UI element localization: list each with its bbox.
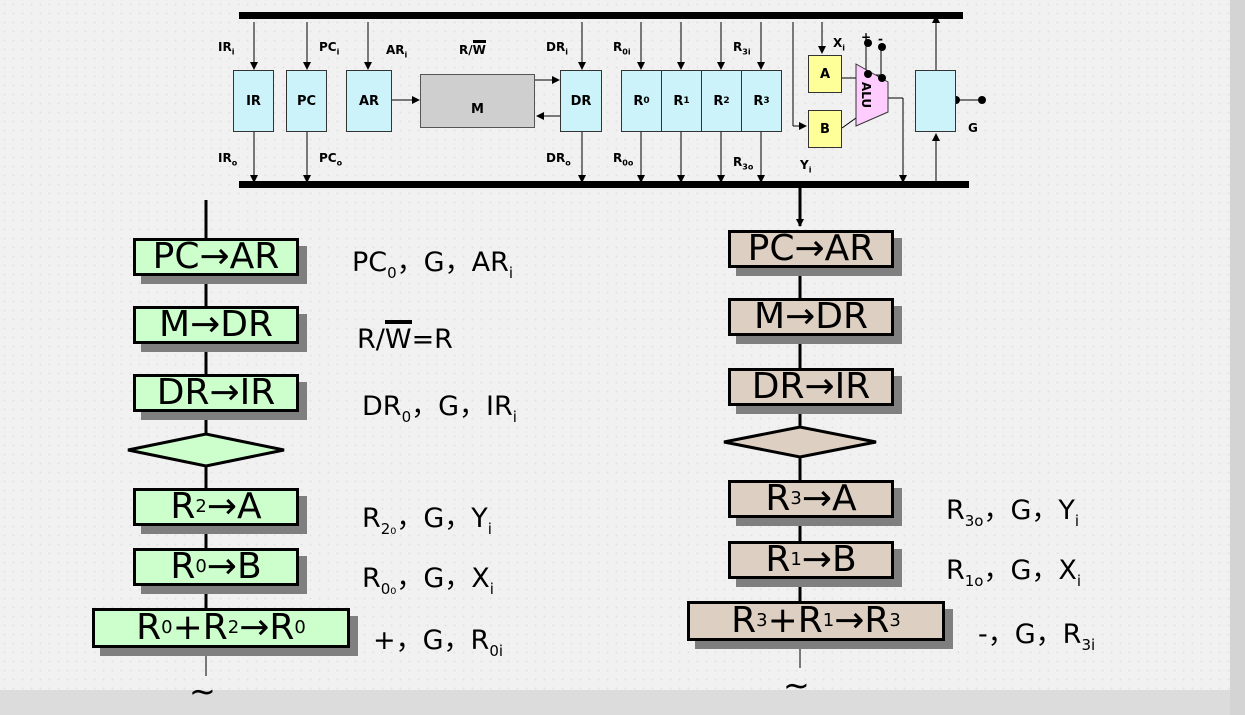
right-decision-diamond (723, 425, 877, 459)
x-in-label: Xi (833, 36, 846, 53)
top-bus (239, 12, 963, 19)
left-step-m-to-dr: M→DR (133, 306, 299, 344)
right-continuation: ~ (783, 666, 810, 704)
plus-control-label: + (861, 30, 872, 44)
ir-register: IR (233, 70, 274, 132)
left-signal-4: R2₀，G，Yi (362, 503, 492, 538)
r3-out-label: R3o (733, 155, 754, 172)
left-signal-1: PC0，G，ARi (352, 247, 514, 282)
left-decision-diamond (127, 432, 285, 468)
ir-out-label: IRo (218, 151, 238, 168)
memory-block: M (420, 74, 535, 128)
pc-in-label: PCi (319, 40, 340, 57)
r0-in-label: R0i (613, 40, 631, 57)
rw-label: R/W (459, 40, 486, 57)
pc-out-label: PCo (319, 151, 343, 168)
dr-out-label: DRo (546, 151, 571, 168)
dr-in-label: DRi (546, 40, 568, 57)
alu-label: ALU (859, 81, 874, 109)
g-gate-block (915, 70, 956, 132)
left-signal-2: R/W=R (357, 320, 453, 355)
bottom-bus (239, 181, 969, 188)
ar-in-label: ARi (386, 43, 408, 60)
right-step-dr-to-ir: DR→IR (728, 368, 894, 406)
b-register: B (808, 110, 842, 148)
left-signal-6: +，G，R0i (373, 625, 504, 660)
ar-register: AR (346, 70, 392, 132)
g-label: G (968, 121, 978, 135)
left-continuation: ~ (189, 672, 216, 710)
r0-out-label: R0o (613, 151, 634, 168)
pc-register: PC (286, 70, 327, 132)
right-border (1230, 0, 1245, 715)
ir-in-label: IRi (218, 40, 235, 57)
right-signal-1: R3o，G，Yi (946, 495, 1080, 530)
right-signal-2: R1o，G，Xi (946, 555, 1082, 590)
minus-control-label: - (878, 32, 883, 46)
left-signal-3: DR0，G，IRi (362, 391, 517, 426)
left-step-pc-to-ar: PC→AR (133, 238, 299, 276)
bottom-border (0, 690, 1245, 715)
right-step-pc-to-ar: PC→AR (728, 230, 894, 268)
a-register: A (808, 55, 842, 93)
right-step-m-to-dr: M→DR (728, 298, 894, 336)
right-signal-3: -，G，R3i (978, 619, 1096, 654)
dr-register: DR (560, 70, 602, 132)
y-in-label: Yi (800, 158, 812, 175)
r3-in-label: R3i (733, 40, 751, 57)
left-signal-5: R0₀，G，Xi (362, 563, 494, 598)
left-step-dr-to-ir: DR→IR (133, 374, 299, 412)
